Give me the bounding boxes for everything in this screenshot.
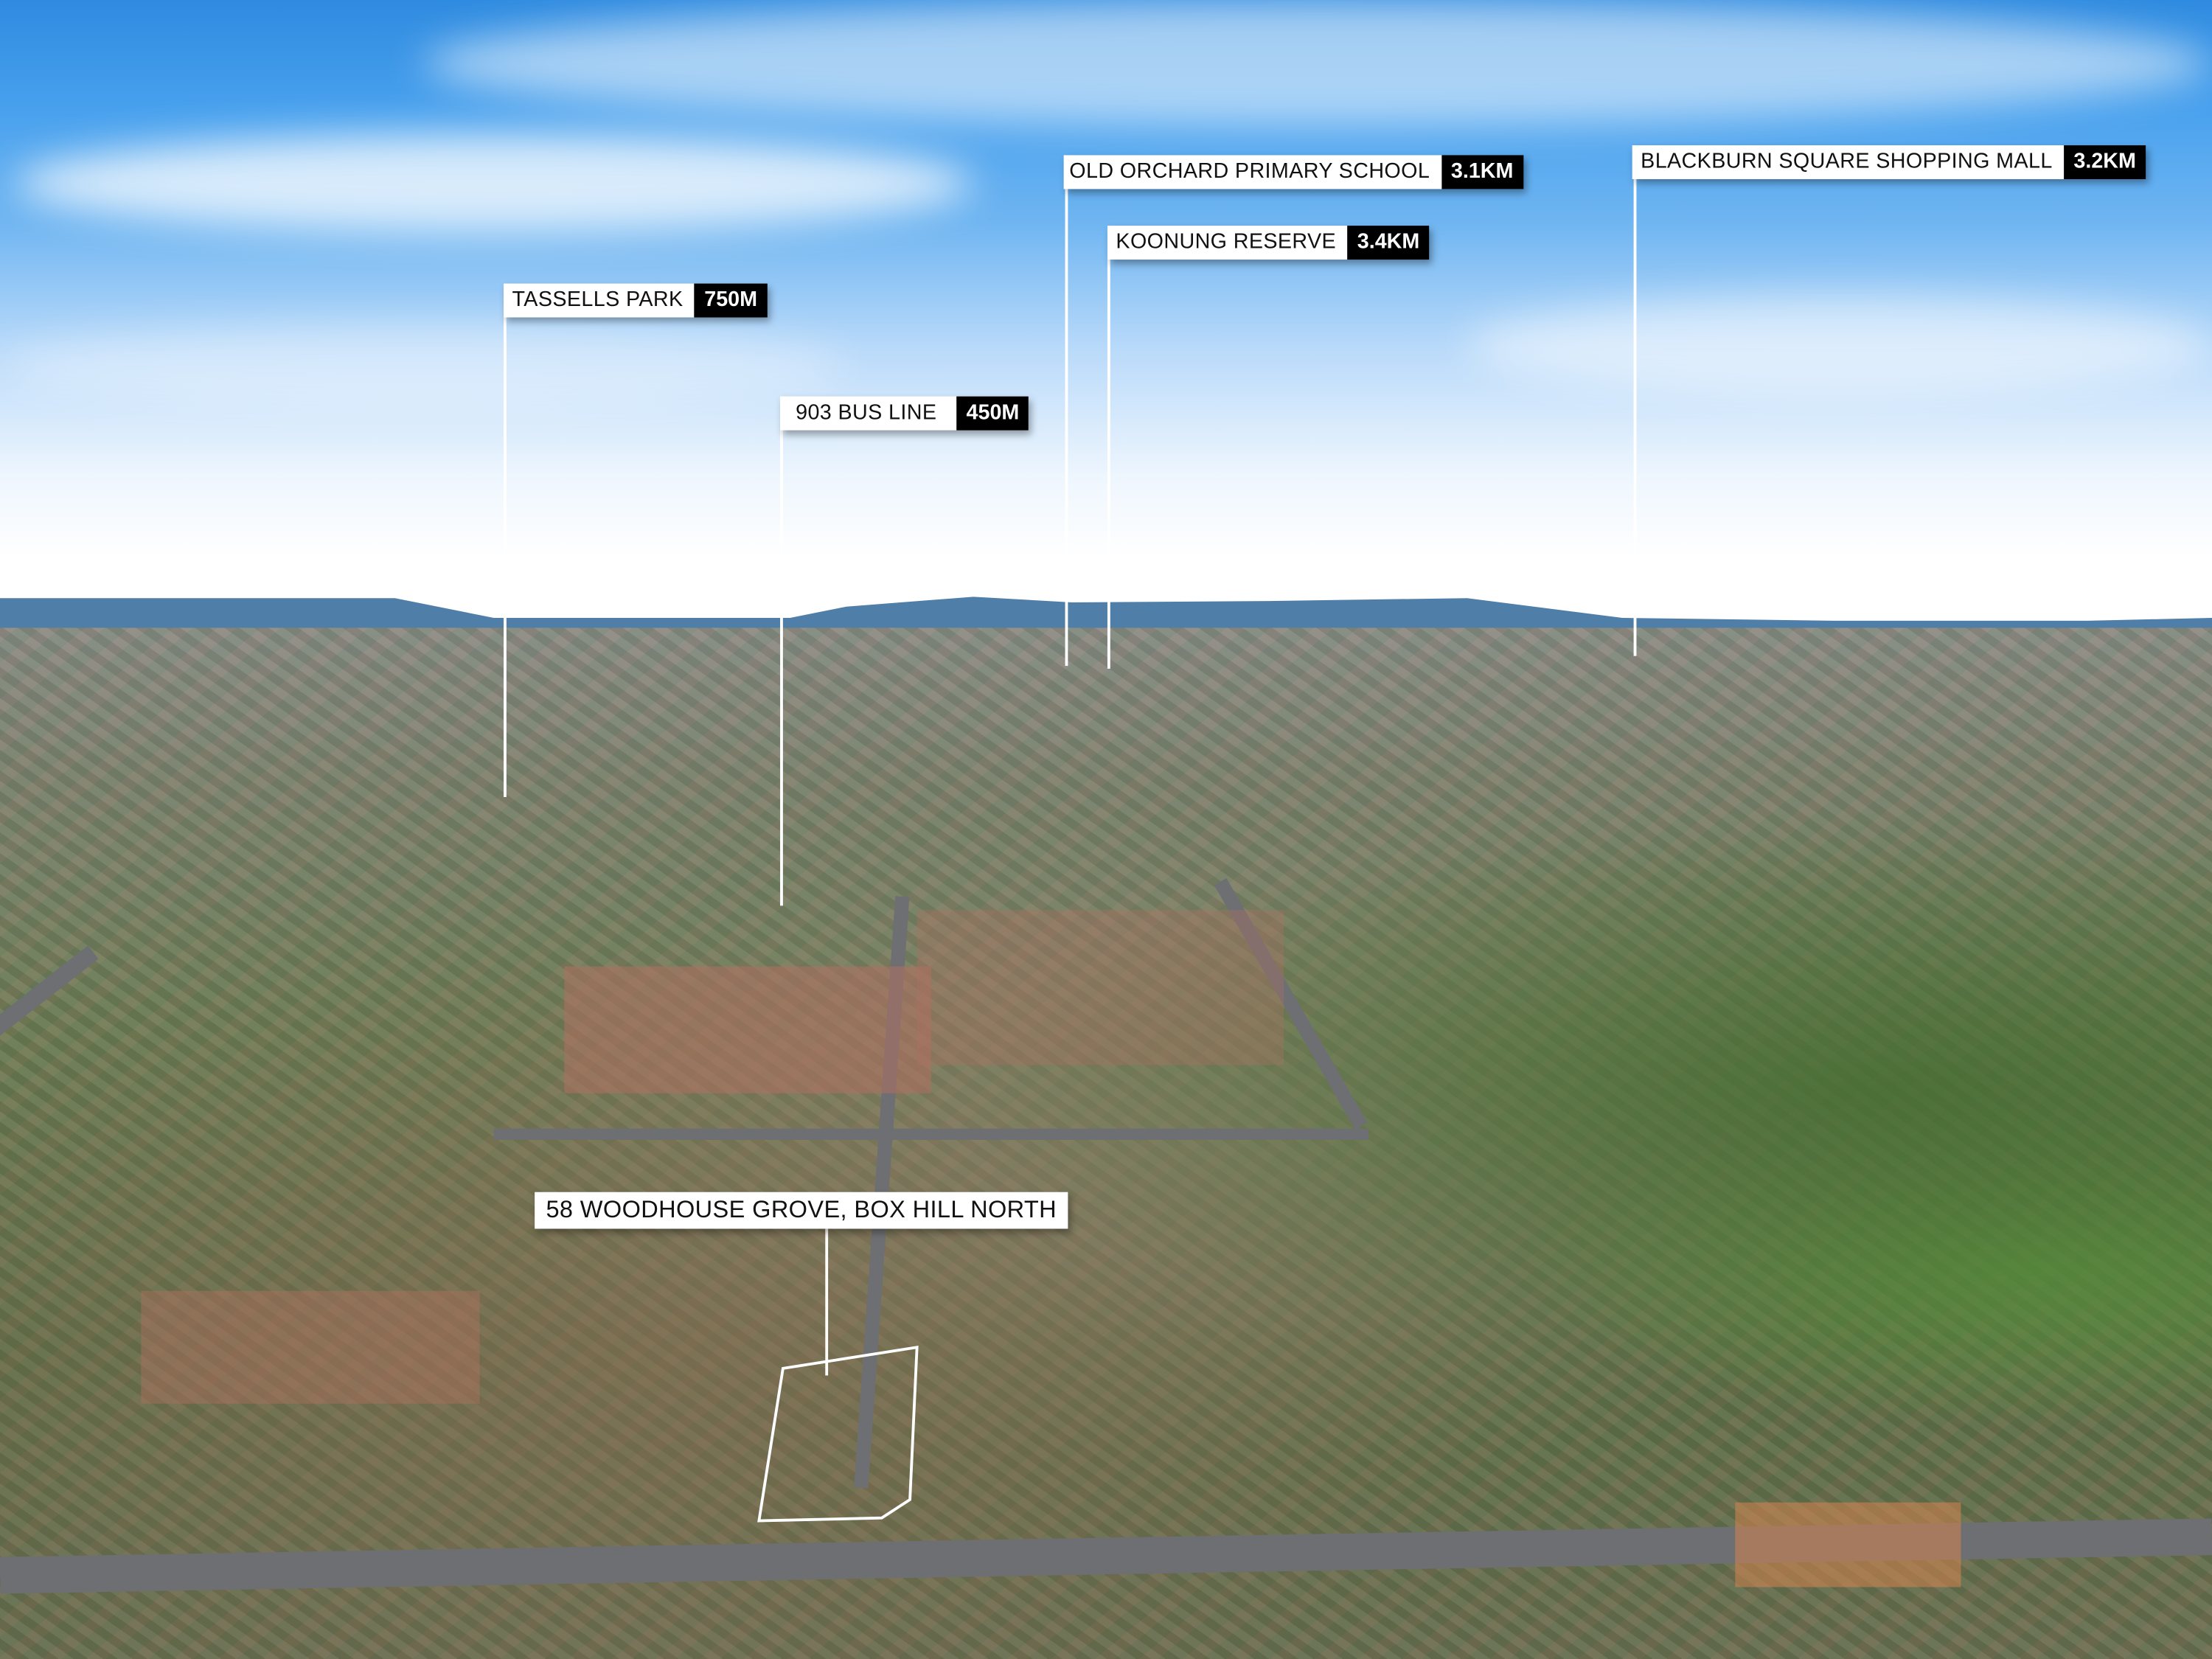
poi-label-primary-school: OLD ORCHARD PRIMARY SCHOOL 3.1KM [1063,155,1523,189]
pin-line [780,430,783,906]
poi-distance: 750M [694,283,768,318]
poi-name: KOONUNG RESERVE [1107,226,1348,260]
poi-distance: 3.4KM [1347,226,1430,260]
pin-line [825,1228,829,1376]
poi-label-bus-line: 903 BUS LINE 450M [780,396,1029,431]
poi-distance: 3.1KM [1441,155,1523,189]
poi-label-tassells-park: TASSELLS PARK 750M [504,283,768,318]
poi-name: BLACKBURN SQUARE SHOPPING MALL [1632,145,2065,179]
cloud [0,324,846,409]
road [493,1128,1368,1140]
poi-label-shopping-mall: BLACKBURN SQUARE SHOPPING MALL 3.2KM [1632,145,2146,179]
property-address: 58 WOODHOUSE GROVE, BOX HILL NORTH [535,1192,1068,1229]
poi-name: 903 BUS LINE [780,396,957,431]
cloud [14,133,974,233]
cloud [1467,296,2212,395]
poi-name: TASSELLS PARK [504,283,695,318]
suburb-ground [0,627,2212,1659]
pin-line [504,317,507,798]
poi-name: OLD ORCHARD PRIMARY SCHOOL [1063,155,1441,189]
sky [0,0,2212,635]
pin-line [1633,178,1637,656]
poi-label-koonung-reserve: KOONUNG RESERVE 3.4KM [1107,226,1430,260]
houses [1735,1502,1961,1587]
pin-line [1065,189,1068,667]
houses [564,966,931,1093]
houses [917,910,1284,1065]
houses [141,1290,480,1404]
pin-line [1107,260,1110,669]
cloud [422,0,2212,128]
poi-distance: 3.2KM [2064,145,2146,179]
poi-distance: 450M [956,396,1029,431]
property-address-label: 58 WOODHOUSE GROVE, BOX HILL NORTH [535,1192,1068,1229]
